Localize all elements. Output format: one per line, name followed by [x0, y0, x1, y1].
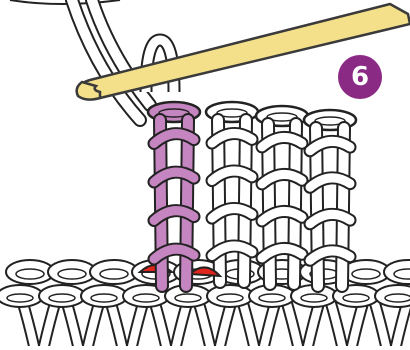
chain-loop [48, 260, 96, 284]
chain-loop [375, 285, 410, 307]
chain-loop [39, 285, 85, 307]
chain-loop [90, 260, 138, 284]
working-yarn [72, 0, 150, 120]
top-strand [10, 0, 120, 4]
chain-loop [6, 260, 54, 284]
active-double-crochet [148, 102, 200, 286]
chain-loop [0, 285, 43, 307]
step-number: 6 [351, 62, 369, 92]
step-number-badge: 6 [338, 55, 382, 99]
completed-stitches [206, 102, 356, 286]
active-stitch [148, 102, 200, 286]
chain-loop [384, 260, 410, 284]
chain-loop [81, 285, 127, 307]
completed-stitch [206, 102, 258, 282]
completed-stitch [256, 106, 308, 284]
